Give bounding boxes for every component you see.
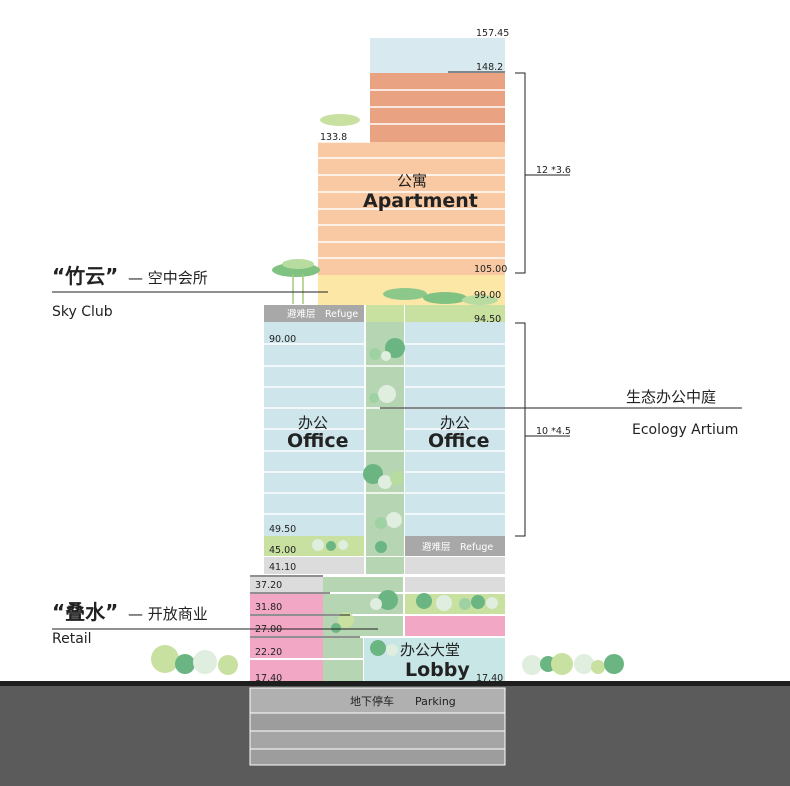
sky-club-cn: — 空中会所 [128,269,208,287]
apartment-upper-floors [370,73,505,142]
office-left-label-en: Office [287,430,349,452]
apartment-label-en: Apartment [363,190,478,212]
parking-label-cn: 地下停车 [350,694,394,708]
level-133: 133.8 [320,132,347,143]
parking-label-en: Parking [415,695,456,708]
lobby-label-en: Lobby [405,659,470,681]
refuge-label-en: Refuge [325,309,358,320]
level-22: 22.20 [255,647,282,658]
lobby-label-cn: 办公大堂 [400,641,460,659]
retail-title: “叠水” [52,600,118,624]
apartment-floor-dim: 12 *3.6 [536,165,571,176]
dimension-lines [515,72,570,537]
apartment-floors [318,142,505,275]
office-floor-dim: 10 *4.5 [536,426,571,437]
level-27: 27.00 [255,624,282,635]
level-41: 41.10 [269,562,296,573]
level-45: 45.00 [269,545,296,556]
atrium-cn: 生态办公中庭 [626,388,716,406]
level-markers: 157.45 148.2 133.8 105.00 99.00 94.50 90… [255,28,509,684]
level-49: 49.50 [269,524,296,535]
level-17-left: 17.40 [255,673,282,684]
atrium-en: Ecology Artium [632,422,738,438]
level-94: 94.50 [474,314,501,325]
refuge-lower-label-cn: 避难层 [422,541,451,553]
leader-lines [52,291,742,638]
sky-club-en: Sky Club [52,304,113,320]
office-lobby [364,638,505,681]
parking-levels [249,687,506,766]
level-99: 99.00 [474,290,501,301]
office-right-label-cn: 办公 [440,414,470,432]
office-left-label-cn: 办公 [298,414,328,432]
apartment-label-cn: 公寓 [397,172,427,190]
level-31: 31.80 [255,602,282,613]
refuge-label-cn: 避难层 [287,308,316,320]
sky-club-title: “竹云” [52,264,118,288]
level-90: 90.00 [269,334,296,345]
level-157: 157.45 [476,28,509,39]
office-right-label-en: Office [428,430,490,452]
crown-frame [370,38,505,73]
level-37: 37.20 [255,580,282,591]
refuge-lower-label-en: Refuge [460,542,493,553]
level-17-right: 17.40 [476,673,503,684]
tree-decoration [151,114,624,675]
office-floors-left [264,322,364,536]
refuge-floor-upper [264,305,364,322]
retail-en: Retail [52,631,92,647]
office-floors-right [405,322,505,536]
retail-podium [250,577,505,681]
level-105: 105.00 [474,264,507,275]
retail-cn: — 开放商业 [128,605,208,623]
level-148: 148.2 [476,62,503,73]
